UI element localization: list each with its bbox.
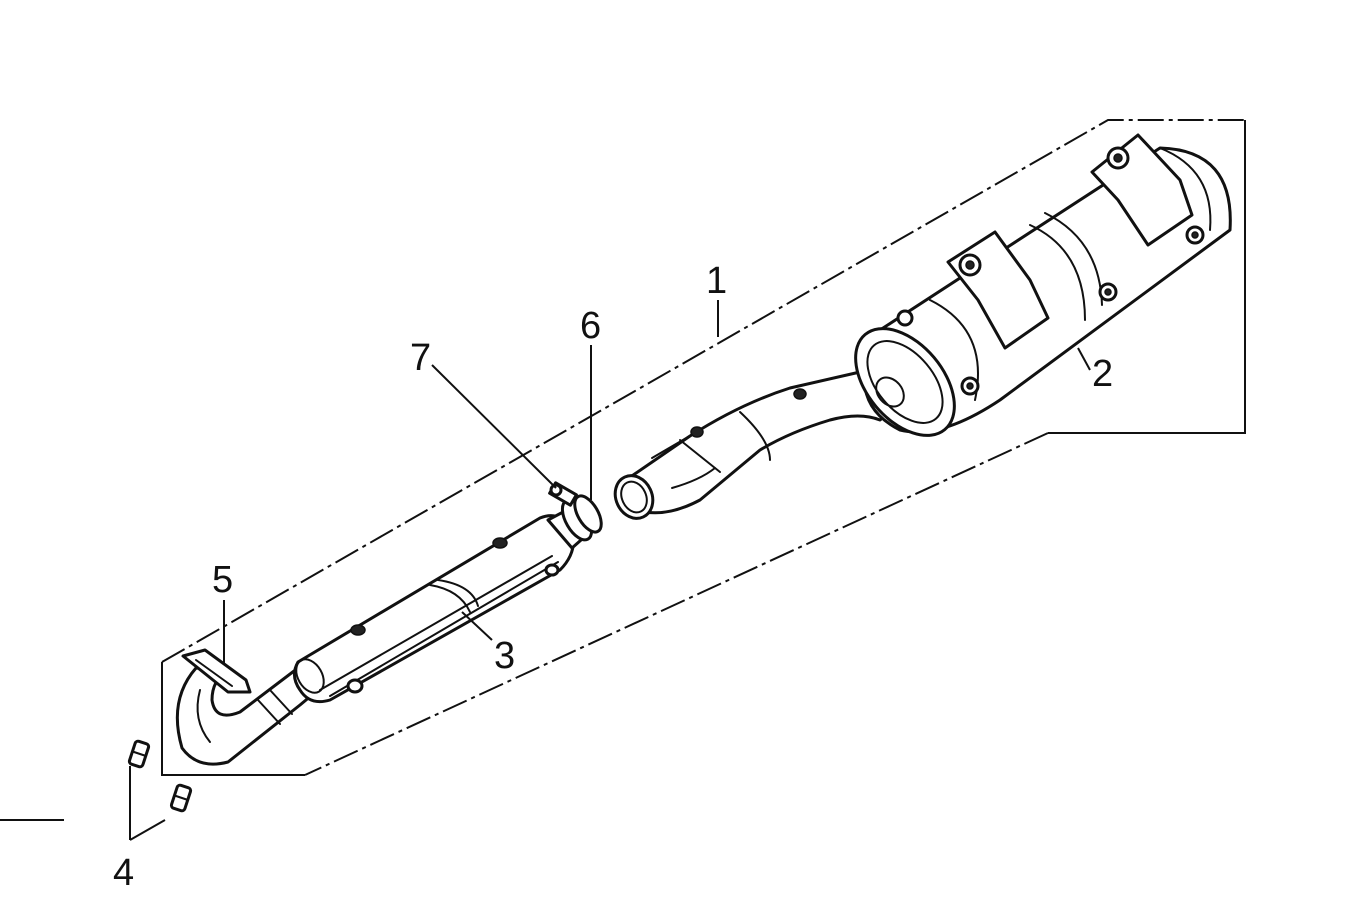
leader-lines [129, 300, 1091, 841]
muffler [613, 133, 1232, 520]
callout-3: 3 [494, 635, 515, 677]
stud-lower [169, 783, 193, 813]
assembly-boundary [161, 119, 1246, 776]
pipe-clamp [560, 494, 603, 542]
callout-6: 6 [580, 305, 601, 347]
callout-5: 5 [212, 559, 233, 601]
clamp-bolt [548, 481, 578, 507]
callout-2: 2 [1092, 353, 1113, 395]
mounting-studs [127, 739, 193, 813]
leader-2 [1077, 347, 1091, 371]
exhaust-flange-gasket [181, 648, 252, 694]
callout-labels: 1 2 3 4 5 6 7 [113, 260, 1113, 894]
stud-upper [127, 739, 151, 769]
muffler-body [854, 133, 1232, 437]
exhaust-catalyst-section [293, 500, 600, 704]
callout-4: 4 [113, 852, 134, 894]
exhaust-pipe [175, 500, 600, 766]
muffler-inlet-tube [613, 370, 907, 520]
leader-7 [431, 364, 557, 489]
leader-4b [129, 819, 166, 841]
callout-7: 7 [410, 337, 431, 379]
callout-1: 1 [706, 260, 727, 302]
leader-3 [461, 611, 493, 641]
